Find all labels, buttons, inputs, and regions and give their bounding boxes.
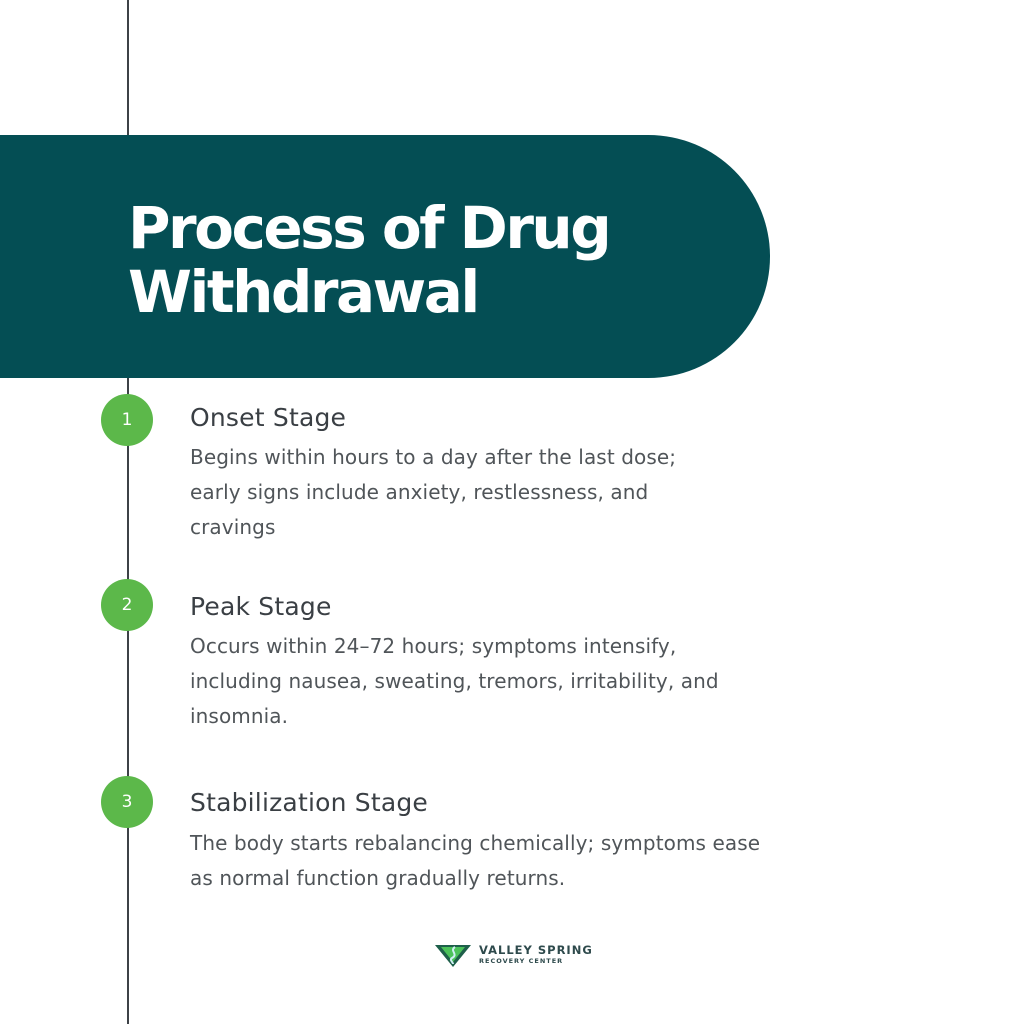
valley-spring-logo-icon bbox=[435, 945, 471, 967]
title-line-1: Process of Drug bbox=[128, 194, 612, 262]
stage-description: The body starts rebalancing chemically; … bbox=[190, 831, 761, 890]
stage-title: Peak Stage bbox=[190, 592, 332, 621]
title-banner bbox=[0, 135, 770, 378]
logo-name: VALLEY SPRING bbox=[479, 943, 593, 957]
page-title: Process of Drug Withdrawal bbox=[128, 194, 612, 326]
logo-subtitle: RECOVERY CENTER bbox=[479, 957, 564, 965]
brand-logo: VALLEY SPRING RECOVERY CENTER bbox=[435, 943, 593, 967]
title-line-2: Withdrawal bbox=[128, 258, 480, 326]
stage-number-badge: 2 bbox=[101, 579, 153, 631]
stage-title: Stabilization Stage bbox=[190, 788, 429, 817]
timeline-line bbox=[127, 0, 129, 1024]
stage-description: Occurs within 24–72 hours; symptoms inte… bbox=[190, 634, 719, 728]
stage-title: Onset Stage bbox=[190, 403, 347, 432]
stage-number-badge: 1 bbox=[101, 394, 153, 446]
stage-description: Begins within hours to a day after the l… bbox=[190, 445, 677, 539]
stage-number-badge: 3 bbox=[101, 776, 153, 828]
